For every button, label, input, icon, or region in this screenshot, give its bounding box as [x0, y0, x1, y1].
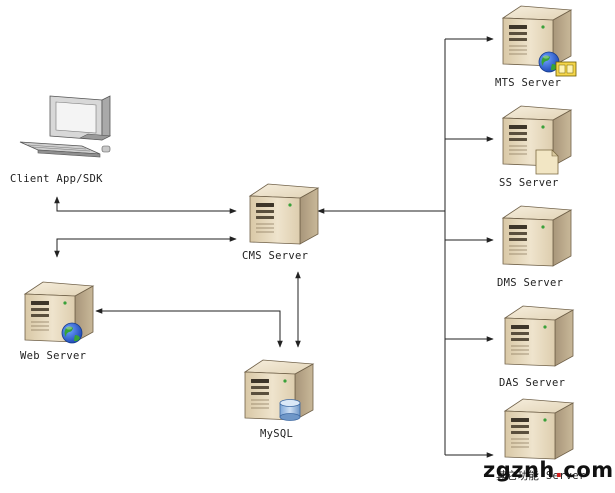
- das-server-icon: [504, 305, 574, 367]
- other-label: 其它功能 Server: [496, 470, 586, 482]
- client-workstation-icon: [19, 95, 112, 158]
- watermark: zgznh.com: [483, 458, 614, 482]
- folder-icon: [555, 61, 577, 77]
- link-web-mysql: [95, 308, 283, 348]
- mts-server-icon: [502, 5, 572, 67]
- mysql-label: MySQL: [260, 428, 294, 440]
- web-server-icon: [24, 281, 94, 343]
- cms-server-icon: [249, 183, 319, 245]
- connectors: [54, 36, 494, 458]
- web-label: Web Server: [20, 350, 87, 362]
- link-web-cms: [54, 236, 237, 258]
- database-icon: [279, 399, 301, 421]
- dms-server-icon: [502, 205, 572, 267]
- link-client-cms: [54, 196, 237, 214]
- client-label: Client App/SDK: [10, 173, 103, 185]
- cms-label: CMS Server: [242, 250, 309, 262]
- globe-icon: [61, 322, 83, 344]
- document-icon: [535, 149, 559, 175]
- other-server-icon: [504, 398, 574, 460]
- das-label: DAS Server: [499, 377, 566, 389]
- mts-label: MTS Server: [495, 77, 562, 89]
- dms-label: DMS Server: [497, 277, 564, 289]
- watermark-dot: .: [554, 458, 564, 482]
- watermark-tail: com: [563, 458, 614, 482]
- mysql-server-icon: [244, 359, 314, 421]
- watermark-main: zgznh: [483, 458, 555, 482]
- ss-label: SS Server: [499, 177, 559, 189]
